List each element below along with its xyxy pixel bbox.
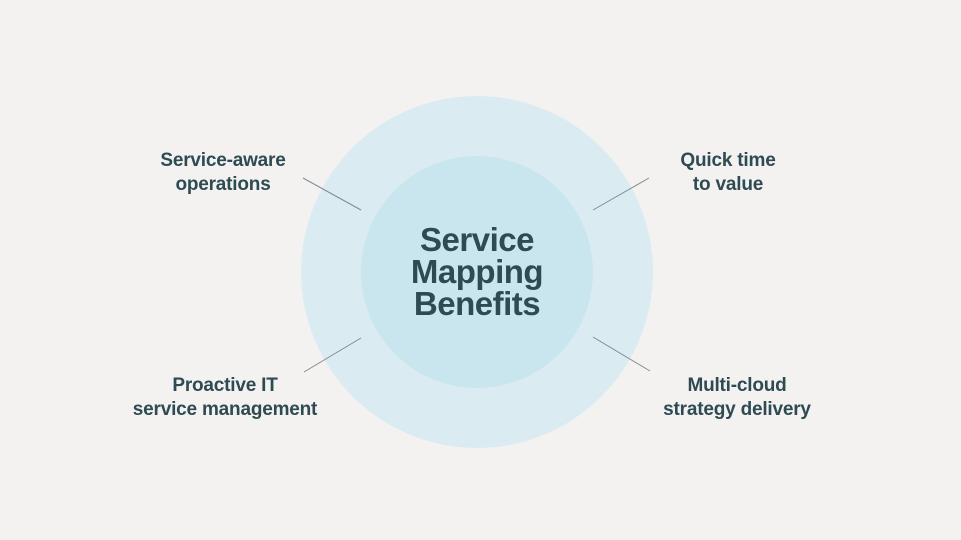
benefit-label-line: strategy delivery <box>663 399 811 420</box>
benefit-label-line: Proactive IT <box>172 375 278 396</box>
inner-circle <box>361 156 593 388</box>
benefit-label-service-aware-operations: Service-aware operations <box>93 149 353 197</box>
benefit-label-line: operations <box>175 174 271 195</box>
diagram-title-line: Benefits <box>413 285 541 322</box>
benefit-label-proactive-it-service-management: Proactive IT service management <box>95 374 355 422</box>
benefit-label-multi-cloud-strategy-delivery: Multi-cloud strategy delivery <box>607 374 867 422</box>
benefit-label-line: Quick time <box>680 150 776 171</box>
benefit-label-line: service management <box>132 399 318 420</box>
diagram-title: Service Mapping Benefits <box>361 156 593 388</box>
benefit-label-line: to value <box>692 174 764 195</box>
benefit-label-quick-time-to-value: Quick time to value <box>598 149 858 197</box>
benefit-label-line: Service-aware <box>160 150 286 171</box>
benefit-label-line: Multi-cloud <box>687 375 787 396</box>
diagram-title-line: Mapping <box>410 253 544 290</box>
diagram-title-line: Service <box>420 221 534 258</box>
